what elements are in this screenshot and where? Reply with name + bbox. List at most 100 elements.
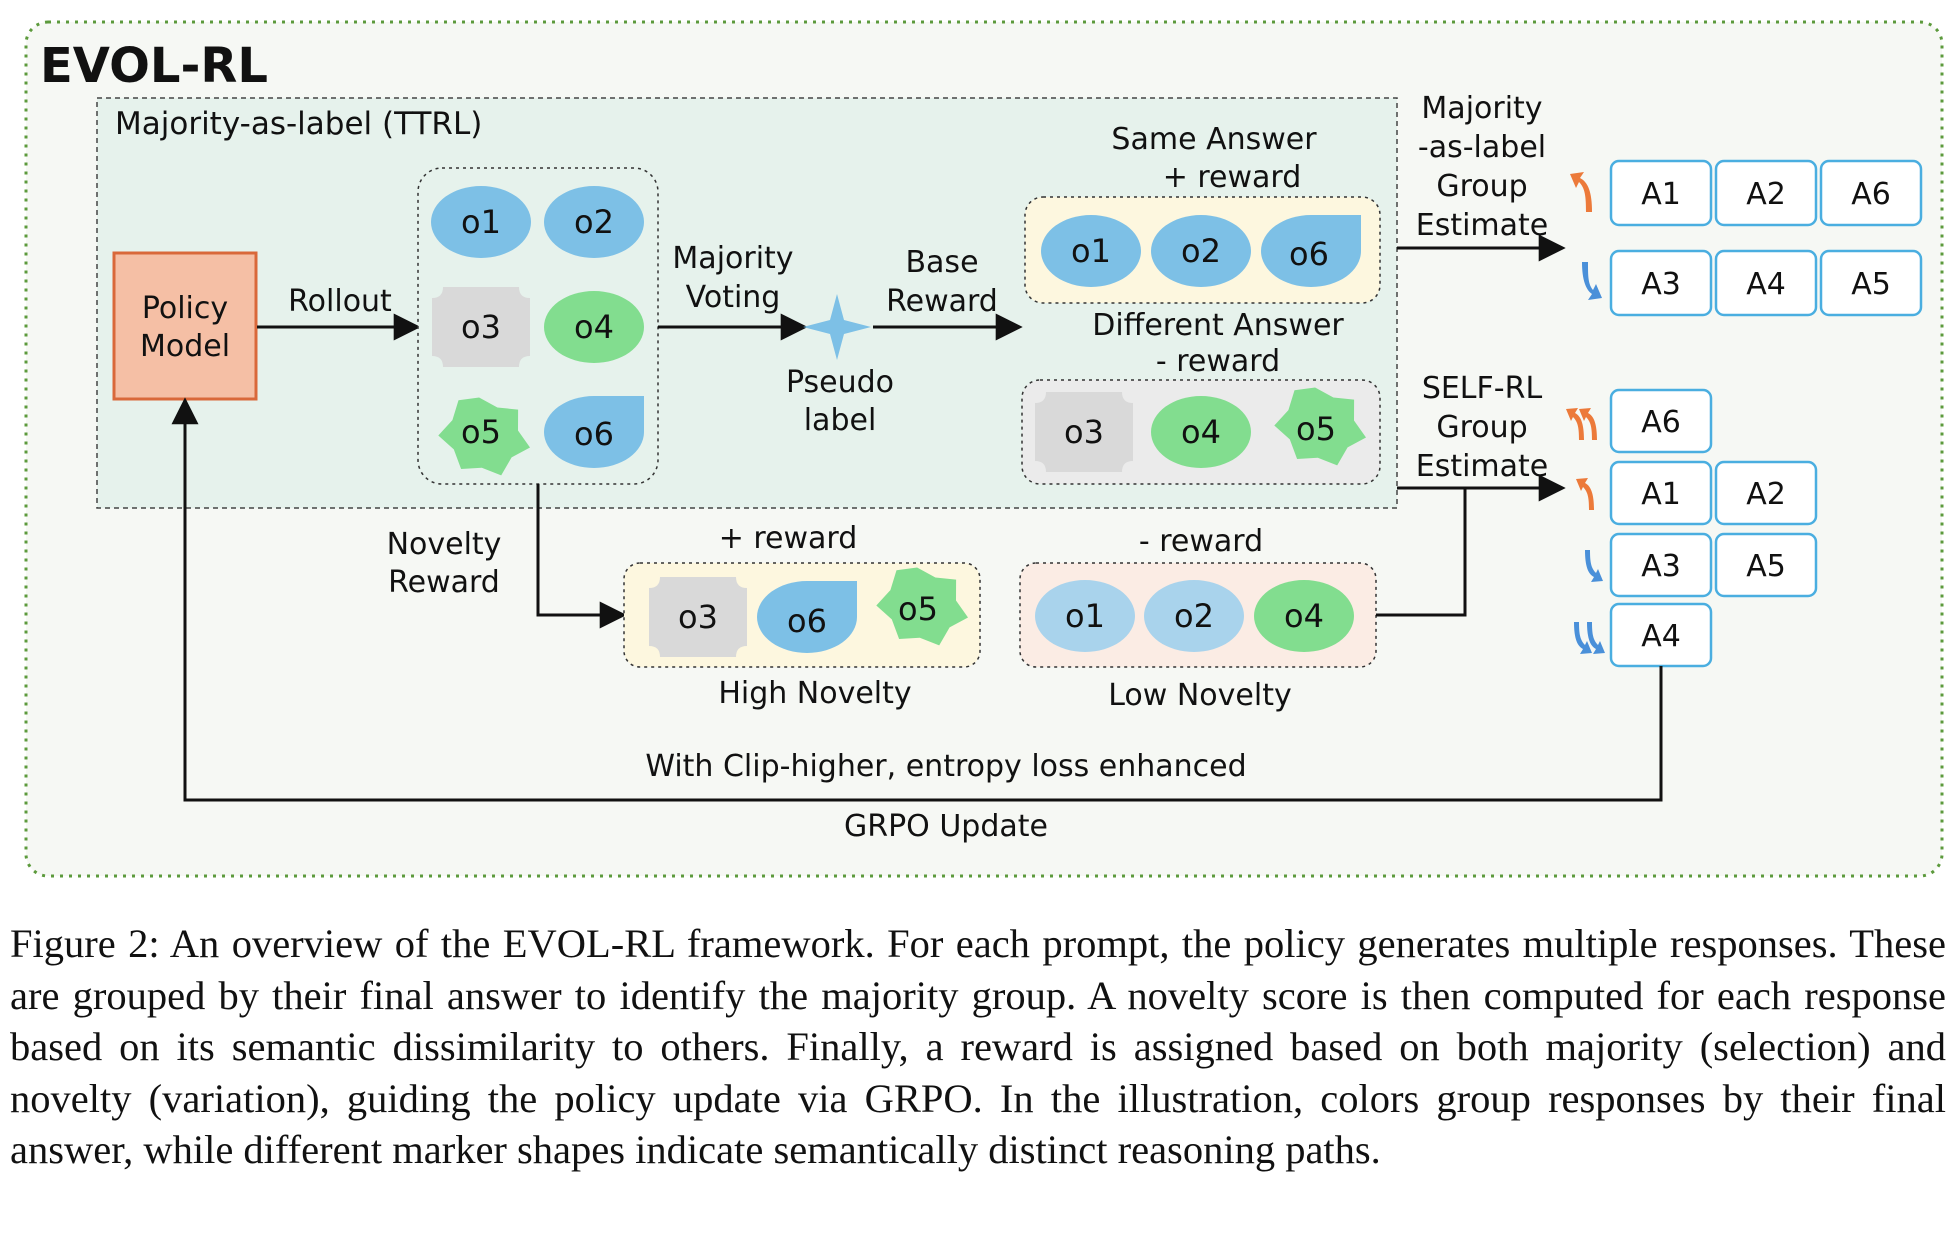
answer-label: A4 bbox=[1746, 267, 1786, 302]
figure-caption: Figure 2: An overview of the EVOL-RL fra… bbox=[10, 921, 1946, 1172]
response-o2-label: o2 bbox=[1174, 597, 1214, 635]
response-o6-label: o6 bbox=[787, 602, 827, 640]
answer-box bbox=[1609, 532, 1713, 598]
rollout-outputs: o1 o2 o3 o4 o5 o6 bbox=[431, 186, 644, 476]
base-reward-label: Reward bbox=[886, 284, 998, 319]
different-answer-label: Different Answer bbox=[1092, 308, 1344, 343]
response-o3-label: o3 bbox=[461, 308, 501, 346]
policy-model-label: Model bbox=[140, 329, 230, 364]
response-o6-marker bbox=[544, 396, 644, 468]
answer-box bbox=[1714, 532, 1818, 598]
response-o3-marker bbox=[1035, 392, 1133, 472]
response-o4-marker bbox=[1254, 580, 1354, 652]
up-arrow-icon bbox=[1576, 478, 1594, 510]
response-o2-marker bbox=[1151, 215, 1251, 287]
response-o1-label: o1 bbox=[1071, 232, 1111, 270]
down-arrow-icon bbox=[1585, 550, 1603, 582]
high-novelty-label: High Novelty bbox=[718, 676, 911, 711]
majority-voting-label: Majority bbox=[672, 241, 793, 276]
response-o5-label: o5 bbox=[898, 590, 938, 628]
grpo-update-arrow bbox=[171, 397, 1663, 802]
answer-box bbox=[1714, 249, 1818, 317]
answer-label: A3 bbox=[1641, 549, 1681, 584]
response-o5-label: o5 bbox=[1296, 410, 1336, 448]
low-novelty-label: Low Novelty bbox=[1108, 678, 1291, 713]
policy-model-label: Policy bbox=[142, 291, 228, 326]
answer-box bbox=[1819, 249, 1923, 317]
response-o4-label: o4 bbox=[1181, 413, 1221, 451]
response-o1-label: o1 bbox=[461, 203, 501, 241]
self-rl-estimate-label: Estimate bbox=[1416, 449, 1549, 484]
response-o5-label: o5 bbox=[461, 413, 501, 451]
response-o1-marker bbox=[1041, 215, 1141, 287]
self-rl-estimate-label: Group bbox=[1436, 410, 1527, 445]
novelty-reward-arrow bbox=[536, 484, 627, 629]
response-o4-label: o4 bbox=[1284, 597, 1324, 635]
answer-label: A2 bbox=[1746, 177, 1786, 212]
rollout-label: Rollout bbox=[288, 284, 392, 319]
low-novelty-to-self-rl-line bbox=[1376, 488, 1467, 617]
answer-box bbox=[1714, 460, 1818, 526]
same-answer-label: Same Answer bbox=[1111, 122, 1317, 157]
evol-rl-diagram: EVOL-RL Majority-as-label (TTRL) Policy … bbox=[24, 20, 1944, 878]
response-o4-marker bbox=[544, 291, 644, 363]
response-o6-label: o6 bbox=[574, 415, 614, 453]
low-novelty-reward: - reward bbox=[1139, 524, 1263, 559]
double-down-arrow-icon bbox=[1587, 622, 1605, 654]
pseudo-label-star-icon bbox=[803, 294, 871, 360]
high-novelty-reward: + reward bbox=[719, 521, 858, 556]
answer-label: A5 bbox=[1746, 549, 1786, 584]
answer-label: A5 bbox=[1851, 267, 1891, 302]
answer-box bbox=[1609, 159, 1713, 227]
response-o3-label: o3 bbox=[1064, 413, 1104, 451]
answer-label: A4 bbox=[1641, 619, 1681, 654]
answer-label: A6 bbox=[1851, 177, 1891, 212]
majority-estimate-label: -as-label bbox=[1418, 130, 1546, 165]
up-arrow-icon bbox=[1570, 172, 1592, 212]
response-o2-label: o2 bbox=[1181, 232, 1221, 270]
same-answer-reward: + reward bbox=[1163, 160, 1302, 195]
response-o1-marker bbox=[1035, 580, 1135, 652]
response-o2-label: o2 bbox=[574, 203, 614, 241]
majority-answer-grid bbox=[1609, 159, 1923, 317]
response-o4-marker bbox=[1151, 396, 1251, 468]
response-o3-marker bbox=[649, 577, 747, 657]
answer-box bbox=[1714, 159, 1818, 227]
majority-estimate-label: Majority bbox=[1421, 91, 1542, 126]
response-o2-marker bbox=[1144, 580, 1244, 652]
response-o5-marker bbox=[876, 567, 968, 646]
double-up-arrow-icon bbox=[1579, 408, 1597, 440]
response-o6-marker bbox=[1261, 215, 1361, 287]
novelty-reward-label: Novelty bbox=[387, 527, 502, 562]
answer-label: A1 bbox=[1641, 477, 1681, 512]
novelty-reward-label: Reward bbox=[388, 565, 500, 600]
majority-estimate-label: Estimate bbox=[1416, 208, 1549, 243]
evol-rl-title: EVOL-RL bbox=[40, 38, 268, 94]
response-o3-label: o3 bbox=[678, 598, 718, 636]
answer-label: A2 bbox=[1746, 477, 1786, 512]
answer-box bbox=[1609, 388, 1713, 454]
ttrl-label: Majority-as-label (TTRL) bbox=[115, 106, 482, 142]
majority-voting-label: Voting bbox=[686, 280, 781, 315]
clip-higher-label: With Clip-higher, entropy loss enhanced bbox=[645, 749, 1246, 784]
response-o6-label: o6 bbox=[1289, 235, 1329, 273]
answer-box bbox=[1609, 460, 1713, 526]
response-o5-marker bbox=[1274, 387, 1366, 466]
response-o1-marker bbox=[431, 186, 531, 258]
response-o4-label: o4 bbox=[574, 308, 614, 346]
down-arrow-icon bbox=[1582, 262, 1602, 300]
self-rl-estimate-label: SELF-RL bbox=[1422, 371, 1543, 406]
double-up-arrow-icon bbox=[1566, 408, 1584, 440]
base-reward-label: Base bbox=[905, 245, 978, 280]
grpo-update-label: GRPO Update bbox=[844, 809, 1048, 844]
response-o2-marker bbox=[544, 186, 644, 258]
answer-label: A1 bbox=[1641, 177, 1681, 212]
response-o5-marker bbox=[438, 397, 530, 476]
pseudo-label-text: label bbox=[804, 403, 877, 438]
response-o6-marker bbox=[757, 581, 857, 653]
different-answer-reward: - reward bbox=[1156, 344, 1280, 379]
answer-label: A3 bbox=[1641, 267, 1681, 302]
double-down-arrow-icon bbox=[1574, 622, 1592, 654]
answer-box bbox=[1819, 159, 1923, 227]
majority-estimate-label: Group bbox=[1436, 169, 1527, 204]
